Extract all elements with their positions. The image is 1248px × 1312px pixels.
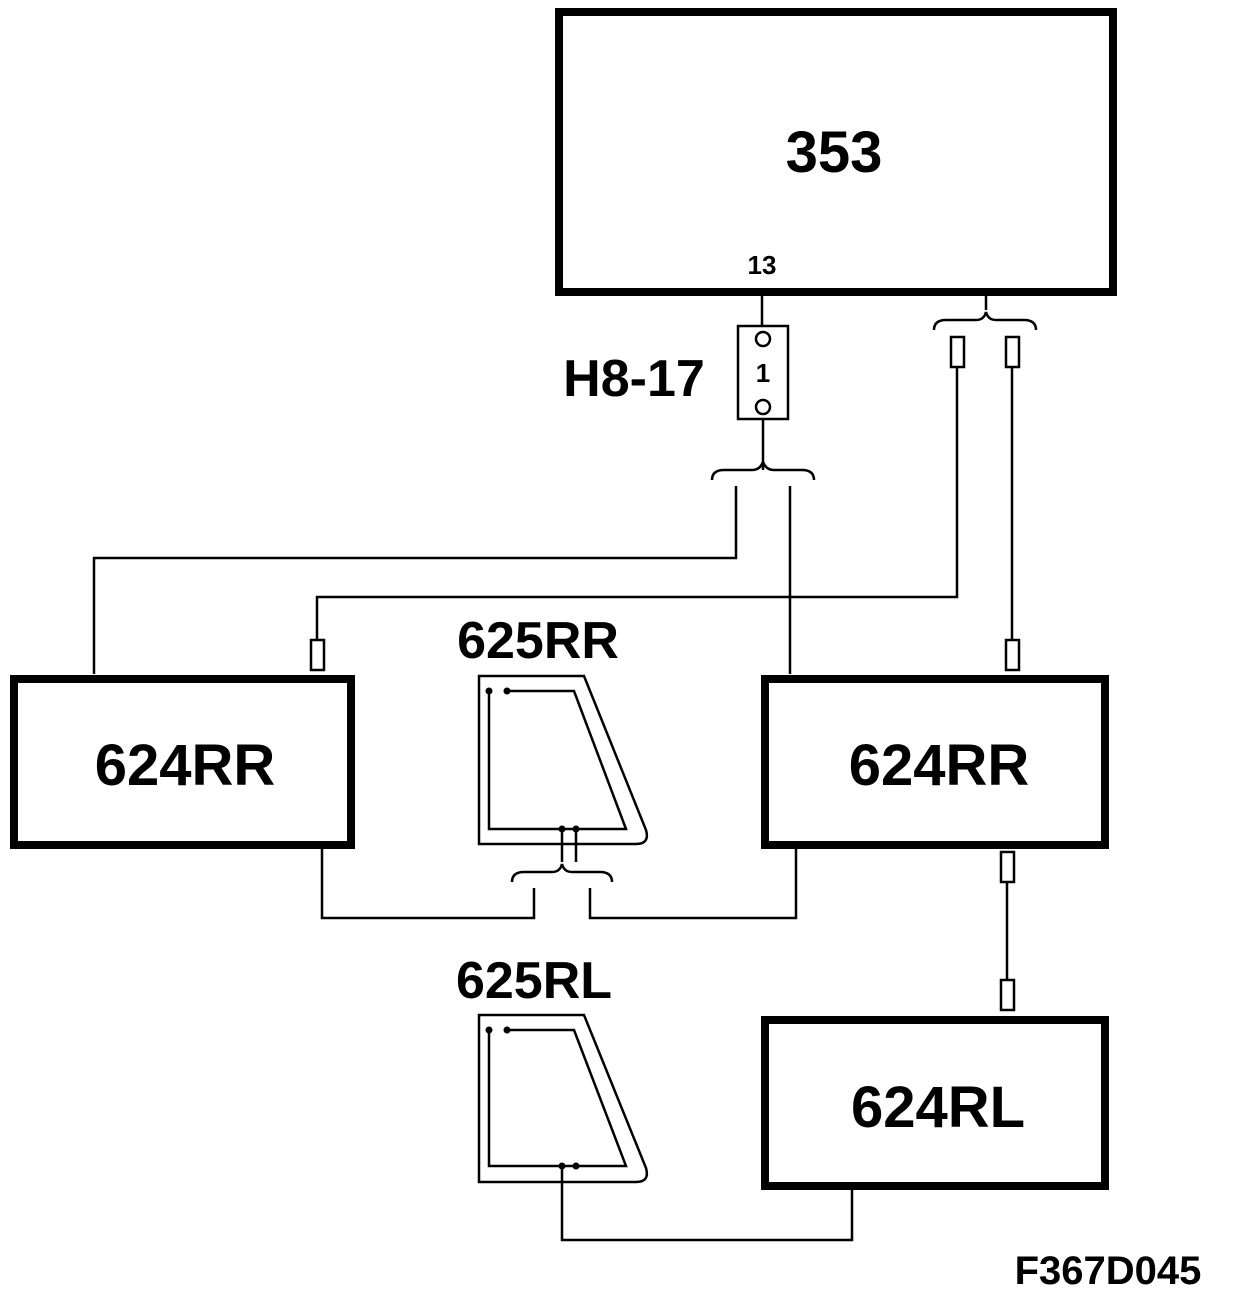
splice-brace-upper-right [932, 311, 1038, 331]
wire-to-624rr-left [92, 486, 738, 674]
window-625rr-label: 625RR [457, 612, 619, 670]
module-624rr-left: 624RR [10, 675, 355, 849]
splice-brace-lower [510, 863, 614, 883]
wire-624rr-right-to-window [588, 849, 798, 920]
window-625rl-label: 625RL [456, 952, 612, 1010]
module-624rr-right: 624RR [761, 675, 1109, 849]
module-353: 353 13 [555, 8, 1117, 296]
wire-bus-to-624rr-left [315, 367, 959, 640]
window-625rr: 625RR [457, 612, 649, 883]
wire-624rr-left-to-window [320, 849, 536, 920]
terminal-pin [309, 638, 326, 672]
module-353-label: 353 [786, 120, 883, 185]
terminal-pin [999, 850, 1016, 884]
terminal-pin [1004, 335, 1021, 369]
window-625rl: 625RL [456, 952, 649, 1184]
module-624rl-label: 624RL [851, 1075, 1025, 1140]
connector-label: H8-17 [563, 350, 705, 408]
module-624rl: 624RL [761, 1016, 1109, 1190]
module-353-pin-label: 13 [748, 250, 777, 280]
terminal-pin [1004, 638, 1021, 672]
connector-h8-17: 1 H8-17 [563, 292, 790, 470]
connector-pin-label: 1 [756, 358, 770, 388]
figure-code: F367D045 [1015, 1249, 1202, 1293]
terminal-pin [999, 978, 1016, 1012]
module-624rr-right-label: 624RR [849, 733, 1030, 798]
module-624rr-left-label: 624RR [95, 733, 276, 798]
splice-brace-upper-left [710, 458, 816, 481]
wire-624rl-to-window [560, 1166, 854, 1242]
terminal-pin [949, 335, 966, 369]
